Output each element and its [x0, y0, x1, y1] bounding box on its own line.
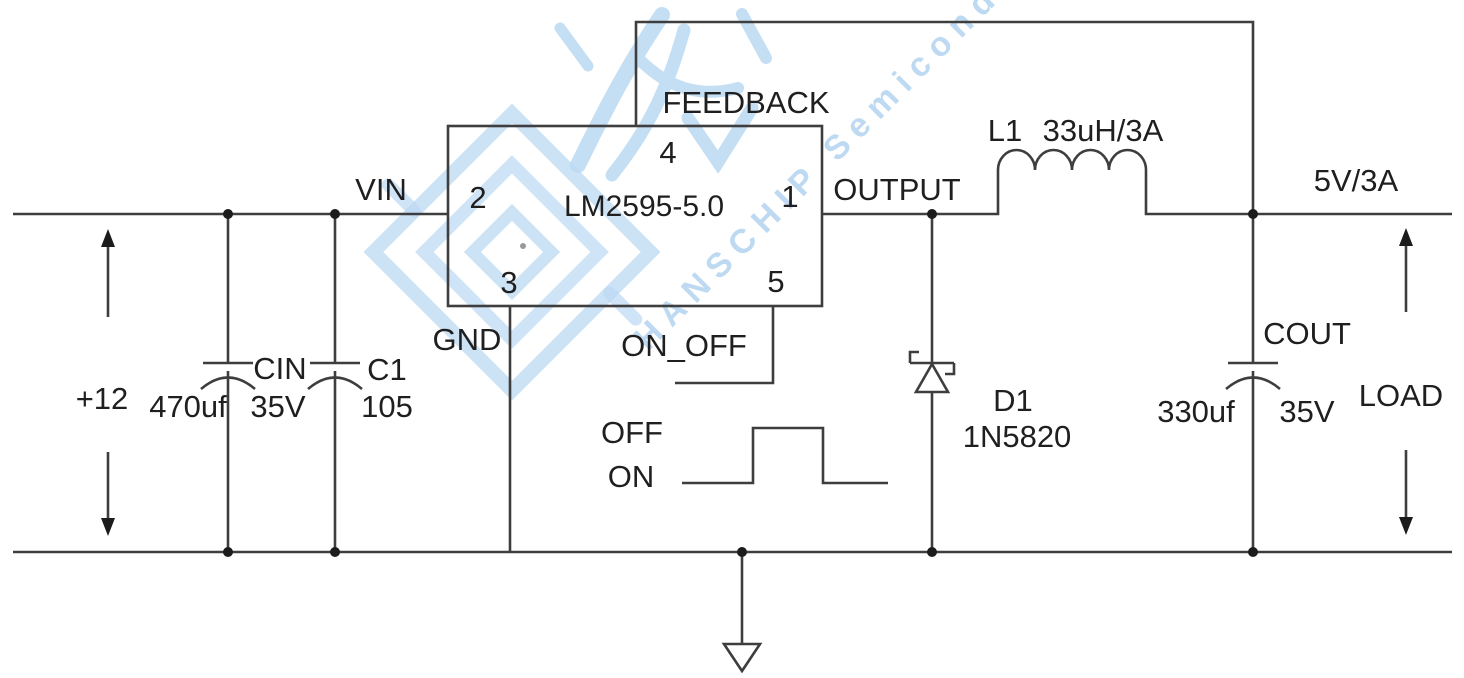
input-voltage-arrows [101, 229, 115, 536]
wires [13, 20, 1452, 643]
load-voltage-arrows [1399, 228, 1413, 535]
ic-pin-4: 4 [659, 135, 676, 170]
d1-schottky-hook-left [908, 350, 919, 363]
cin-capacitor [200, 214, 256, 552]
ground-symbol-icon [721, 642, 763, 674]
d1-part-label: 1N5820 [963, 419, 1072, 454]
junction-dot [737, 547, 747, 557]
junction-dot [1248, 209, 1258, 219]
ic-body [446, 124, 824, 308]
input-arrow-down-head [101, 518, 115, 536]
gnd-label: GND [433, 322, 502, 357]
vin-label: VIN [355, 172, 407, 207]
d1-schottky-hook-right [945, 363, 956, 376]
output-rating-label: 5V/3A [1314, 163, 1399, 198]
ic-pin-2: 2 [469, 180, 486, 215]
feedback-loop-wire [634, 20, 1255, 214]
load-arrow-up-head [1399, 228, 1413, 246]
d1-triangle [913, 361, 951, 394]
junction-dot [927, 209, 937, 219]
cout-capacitor [1225, 214, 1281, 552]
junction-dot [1248, 547, 1258, 557]
cout-name-label: COUT [1263, 316, 1351, 351]
l1-value-label: 33uH/3A [1043, 113, 1164, 148]
load-label: LOAD [1359, 378, 1443, 413]
output-rail-and-inductor-wire [822, 148, 1452, 216]
c1-name-label: C1 [367, 352, 407, 387]
junction-dot [223, 547, 233, 557]
c1-value-label: 105 [361, 389, 413, 424]
labels: VIN FEEDBACK OUTPUT GND ON_OFF OFF ON +1… [76, 85, 1444, 494]
off-label: OFF [601, 415, 663, 450]
c1-capacitor [307, 214, 363, 552]
feedback-label: FEEDBACK [662, 85, 829, 120]
speck [520, 243, 526, 249]
d1-name-label: D1 [993, 383, 1033, 418]
cout-value-label: 330uf [1157, 394, 1235, 429]
ic-lm2595: LM2595-5.0 2 4 1 3 5 [446, 124, 824, 308]
input-voltage-label: +12 [76, 381, 129, 416]
output-label: OUTPUT [833, 172, 961, 207]
cin-voltage-label: 35V [250, 389, 305, 424]
junction-dot [927, 547, 937, 557]
cin-name-label: CIN [253, 351, 306, 386]
ic-pin-5: 5 [767, 264, 784, 299]
l1-name-label: L1 [988, 113, 1022, 148]
ic-part-number: LM2595-5.0 [564, 190, 724, 223]
onoff-label: ON_OFF [621, 328, 747, 363]
onoff-pulse-waveform [682, 426, 888, 485]
ic-pin-1: 1 [781, 179, 798, 214]
junction-dot [330, 209, 340, 219]
d1-diode [908, 214, 956, 552]
cout-voltage-label: 35V [1279, 394, 1334, 429]
junction-dot [223, 209, 233, 219]
onoff-pin-wire [675, 306, 775, 385]
junction-dot [330, 547, 340, 557]
load-arrow-down-head [1399, 517, 1413, 535]
ic-pin-3: 3 [500, 265, 517, 300]
on-label: ON [608, 459, 655, 494]
junction-dots [223, 209, 1258, 557]
input-arrow-up-head [101, 229, 115, 247]
cin-value-label: 470uf [149, 389, 227, 424]
